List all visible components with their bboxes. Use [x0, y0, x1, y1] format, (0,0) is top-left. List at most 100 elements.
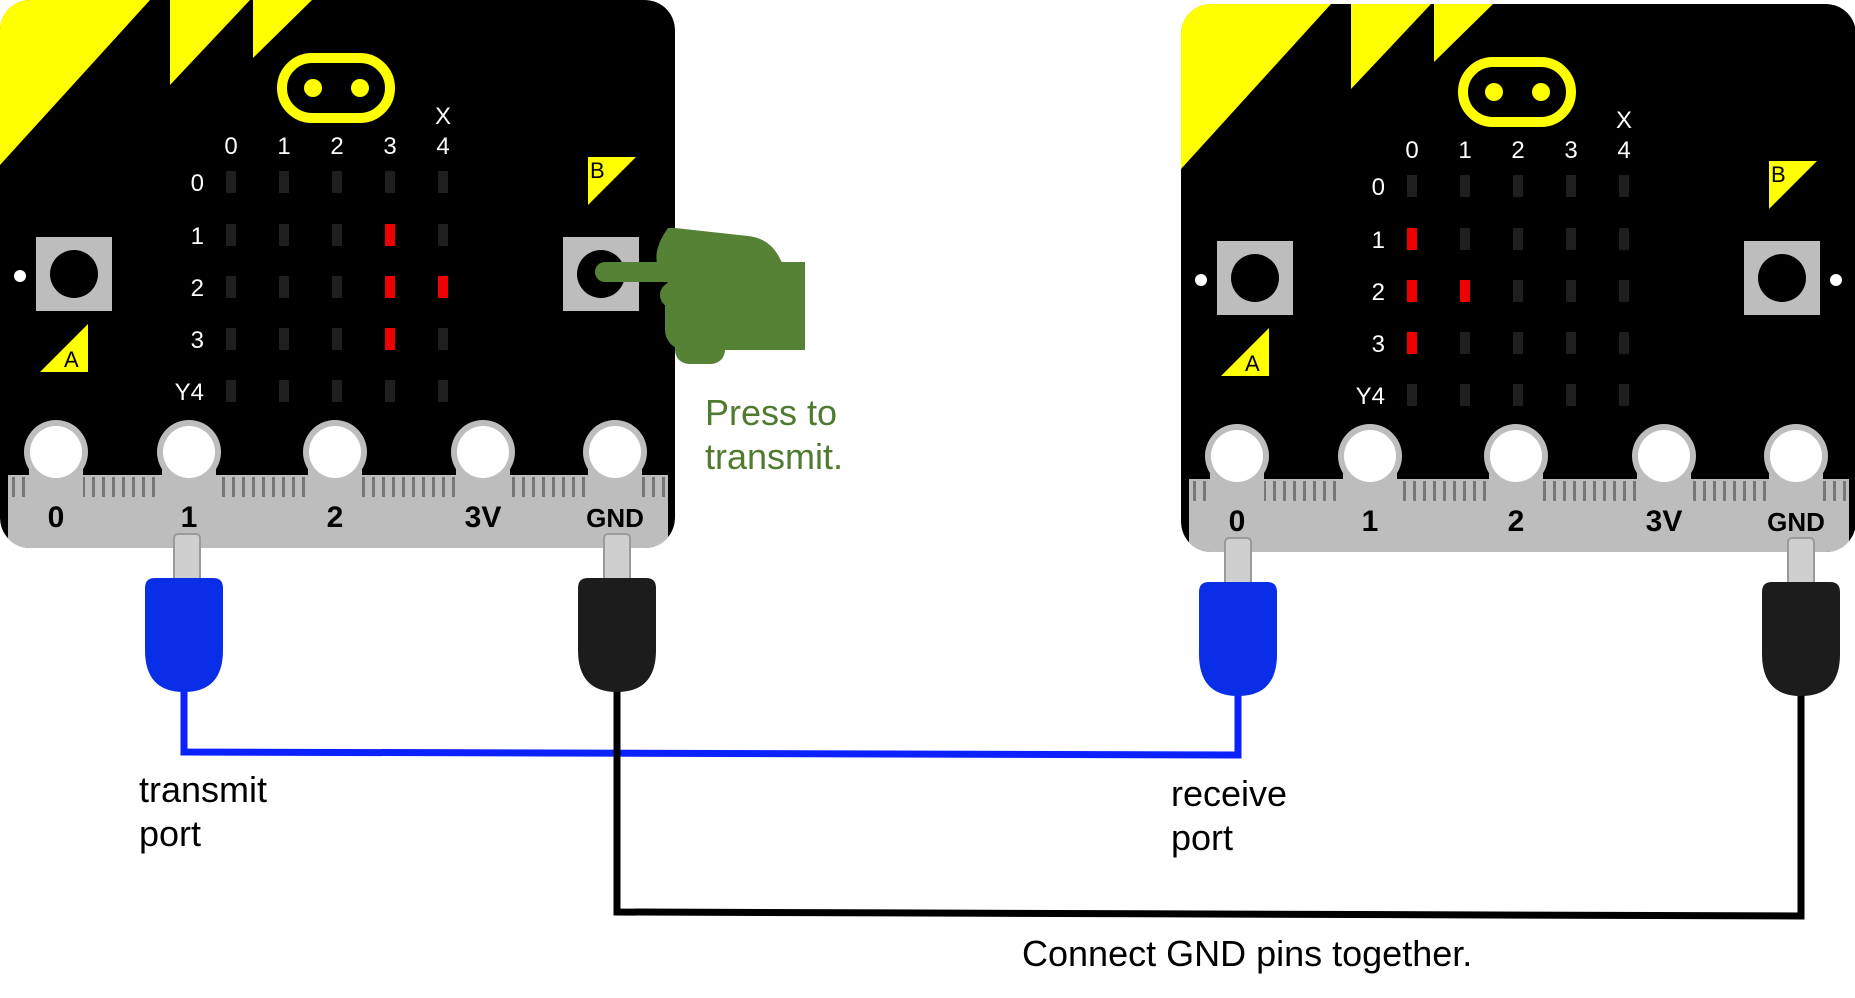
pin-2[interactable]: 2: [303, 420, 367, 548]
led-off: [1619, 175, 1629, 197]
pin-label: 0: [1229, 505, 1246, 538]
gnd-clip-right: [1762, 537, 1840, 696]
button-b-dot: [1830, 274, 1842, 286]
button-b[interactable]: [1744, 241, 1820, 315]
led-off: [385, 171, 395, 193]
grid-row-label: 2: [1372, 279, 1385, 306]
gnd-note: Connect GND pins together.: [1022, 933, 1472, 974]
button-a-marker: [40, 324, 88, 372]
led-off: [1619, 332, 1629, 354]
led-off: [1619, 384, 1629, 406]
led-off: [279, 328, 289, 350]
grid-col-label: 2: [330, 133, 343, 160]
pin-3v[interactable]: 3V: [1632, 424, 1696, 552]
grid-col-label: 3: [1564, 137, 1577, 164]
transmit-clip: [145, 533, 223, 692]
grid-col-label: 4: [436, 133, 449, 160]
button-b-marker: [588, 157, 636, 205]
led-off: [1566, 332, 1576, 354]
microbit-logo-icon: [1458, 57, 1576, 127]
led-off: [279, 171, 289, 193]
led-off: [1460, 384, 1470, 406]
board-body: [0, 0, 675, 548]
led-off: [1513, 175, 1523, 197]
transmit-label-line1: transmit: [139, 769, 267, 810]
led-off: [279, 380, 289, 402]
grid-row-label: 1: [1372, 227, 1385, 254]
led-on: [438, 276, 448, 298]
button-a-label: A: [64, 347, 79, 372]
corner-stripe: [1434, 4, 1493, 62]
button-b-label: B: [1771, 162, 1786, 187]
pin-label: 1: [181, 501, 198, 534]
grid-col-label: 3: [383, 133, 396, 160]
pin-label: 0: [48, 501, 65, 534]
pin-1[interactable]: 1: [1338, 424, 1402, 552]
gnd-clip-left: [578, 533, 656, 692]
corner-stripe: [253, 0, 312, 58]
button-a[interactable]: [36, 237, 112, 311]
led-off: [438, 224, 448, 246]
black-wire: [613, 690, 1805, 920]
pin-row: 0 1 2 3V GND: [1205, 424, 1828, 552]
corner-stripe: [170, 0, 250, 85]
button-a[interactable]: [1217, 241, 1293, 315]
board-body: [1181, 4, 1855, 552]
led-off: [1566, 280, 1576, 302]
led-off: [438, 380, 448, 402]
grid-x-axis-label: X: [435, 103, 451, 130]
pointing-hand-icon: [595, 228, 805, 364]
grid-col-label: 0: [1405, 137, 1418, 164]
press-label-line2: transmit.: [705, 436, 843, 477]
pin-gnd[interactable]: GND: [1764, 424, 1828, 552]
led-off: [1407, 384, 1417, 406]
led-off: [1566, 228, 1576, 250]
led-off: [279, 276, 289, 298]
led-off: [226, 276, 236, 298]
led-off: [1513, 384, 1523, 406]
grid-row-label: Y4: [175, 379, 204, 406]
pin-label: GND: [1767, 507, 1825, 537]
led-on: [385, 328, 395, 350]
pin-0[interactable]: 0: [1205, 424, 1269, 552]
led-off: [226, 224, 236, 246]
led-off: [385, 380, 395, 402]
pin-3v[interactable]: 3V: [451, 420, 515, 548]
grid-col-label: 2: [1511, 137, 1524, 164]
pin-gnd[interactable]: GND: [583, 420, 647, 548]
led-on: [1407, 332, 1417, 354]
pin-label: 2: [327, 501, 344, 534]
pin-0[interactable]: 0: [24, 420, 88, 548]
led-off: [226, 171, 236, 193]
led-off: [226, 380, 236, 402]
led-off: [1460, 228, 1470, 250]
grid-col-label: 1: [1458, 137, 1471, 164]
led-on: [1407, 228, 1417, 250]
grid-row-label: 0: [191, 170, 204, 197]
led-on: [385, 276, 395, 298]
pin-1[interactable]: 1: [157, 420, 221, 548]
pin-2[interactable]: 2: [1484, 424, 1548, 552]
led-off: [1619, 280, 1629, 302]
pin-label: 3V: [1646, 505, 1683, 538]
pin-label: 2: [1508, 505, 1525, 538]
led-off: [332, 276, 342, 298]
receive-clip: [1199, 537, 1277, 696]
led-off: [1513, 228, 1523, 250]
led-on: [1460, 280, 1470, 302]
grid-col-label: 0: [224, 133, 237, 160]
button-a-dot: [1195, 274, 1207, 286]
grid-col-label: 1: [277, 133, 290, 160]
pin-row: 0 1 2 3V GND: [24, 420, 647, 548]
button-a-marker: [1221, 328, 1269, 376]
led-off: [332, 224, 342, 246]
corner-stripe: [1181, 4, 1331, 169]
led-off: [1460, 175, 1470, 197]
led-on: [1407, 280, 1417, 302]
pin-label: GND: [586, 503, 644, 533]
button-b-marker: [1769, 161, 1817, 209]
led-off: [438, 171, 448, 193]
